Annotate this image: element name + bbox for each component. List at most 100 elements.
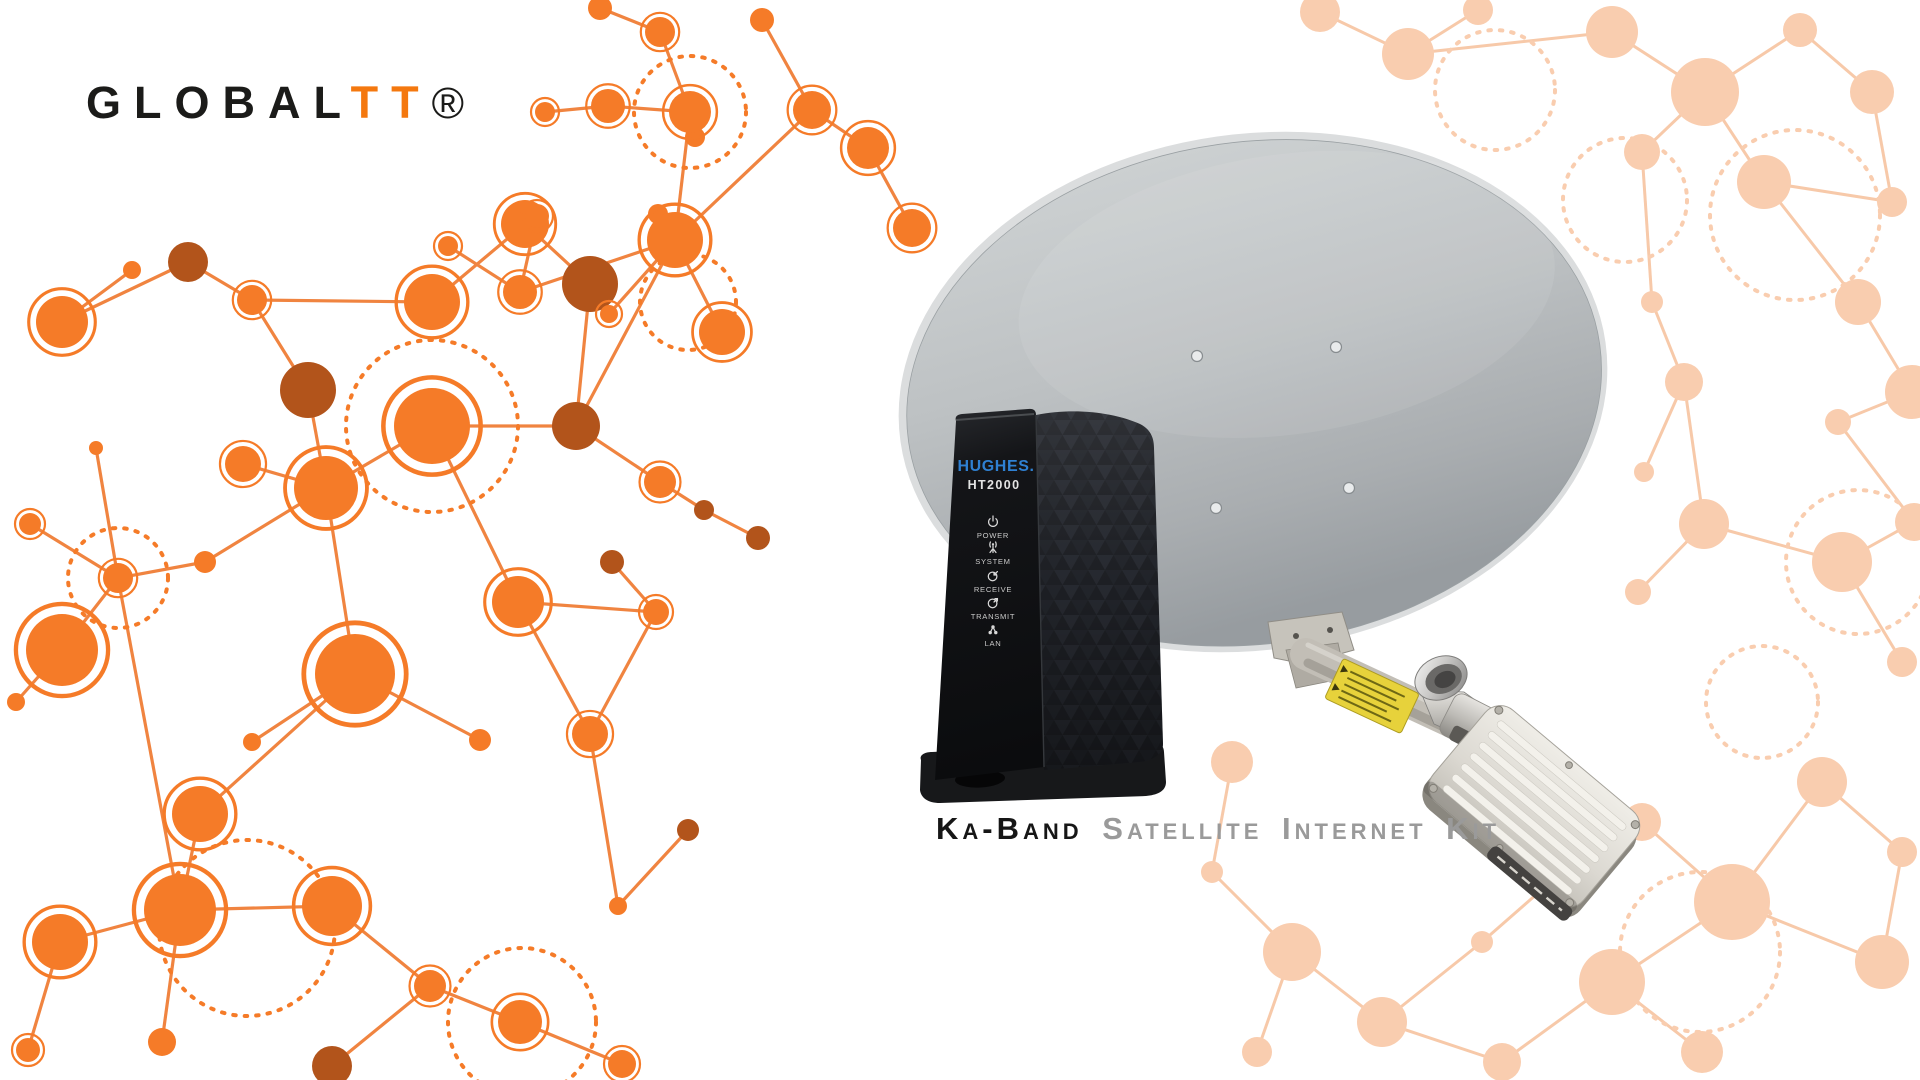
network-node — [1835, 279, 1881, 325]
network-node-ring — [13, 601, 111, 699]
network-node — [1850, 70, 1894, 114]
hughes-brand-text: HUGHES. — [957, 458, 1034, 475]
network-node-ring — [594, 299, 624, 329]
dashed-ring — [632, 54, 748, 170]
modem-top-highlight — [955, 413, 1035, 421]
network-node — [677, 819, 699, 841]
network-node — [699, 309, 745, 355]
network-node — [746, 526, 770, 550]
led-power: POWER — [977, 515, 1008, 540]
network-node — [1855, 935, 1909, 989]
network-edge — [94, 447, 120, 579]
network-node — [893, 209, 931, 247]
modem: HUGHES. HT2000 POWER — [920, 408, 1166, 803]
network-node-ring — [786, 84, 838, 136]
network-node — [19, 513, 41, 535]
network-node — [315, 634, 395, 714]
network-node — [144, 874, 216, 946]
warning-triangle-icon — [1340, 665, 1349, 673]
network-node — [750, 8, 774, 32]
network-node — [294, 456, 358, 520]
network-node-ring — [886, 202, 938, 254]
bracket-bolt — [1293, 633, 1299, 639]
network-node — [36, 296, 88, 348]
bracket-bolt — [1327, 627, 1333, 633]
modem-corner-line — [1035, 414, 1045, 768]
transmit-icon — [987, 597, 999, 609]
network-node — [609, 897, 627, 915]
dish-rivets — [1190, 340, 1356, 515]
network-node-ring — [291, 865, 373, 947]
led-transmit: TRANSMIT — [971, 597, 1015, 621]
network-node — [225, 446, 261, 482]
network-edge — [251, 298, 433, 304]
network-node — [1471, 931, 1493, 953]
dish-rivet — [1342, 481, 1356, 495]
dashed-ring — [446, 946, 598, 1080]
network-node — [168, 242, 208, 282]
power-icon — [988, 515, 998, 527]
network-node-ring — [529, 96, 561, 128]
registered-trademark-symbol: ® — [431, 79, 465, 128]
network-node-ring — [839, 119, 897, 177]
network-node — [669, 91, 711, 133]
network-node — [243, 733, 261, 751]
network-node-ring — [638, 460, 682, 504]
dish-rivet — [1329, 340, 1343, 354]
network-edge — [1640, 151, 1654, 303]
network-node — [1641, 291, 1663, 313]
network-node — [1887, 647, 1917, 677]
network-node — [89, 441, 103, 455]
network-node-ring — [497, 269, 543, 315]
feed-arm-assembly — [1267, 611, 1641, 921]
network-node — [562, 256, 618, 312]
led-receive: RECEIVE — [974, 570, 1012, 594]
network-node — [1624, 134, 1660, 170]
network-node — [1357, 997, 1407, 1047]
caption-kit-text: Satellite Internet Kit — [1102, 811, 1501, 846]
caption-kaband-text: Ka-Band — [936, 811, 1103, 846]
network-node — [1694, 864, 1770, 940]
network-node-ring — [218, 439, 268, 489]
network-node — [1586, 6, 1638, 58]
network-edge — [116, 577, 182, 911]
network-node — [1737, 155, 1791, 209]
network-node-ring — [483, 567, 553, 637]
network-node — [1671, 58, 1739, 126]
network-node — [498, 1000, 542, 1044]
network-node — [1783, 13, 1817, 47]
warning-label — [1325, 658, 1419, 734]
network-edge — [616, 828, 690, 908]
network-node — [1679, 499, 1729, 549]
network-node — [1681, 1031, 1723, 1073]
network-node — [1211, 741, 1253, 783]
network-node-ring — [585, 83, 631, 129]
dish-rivet — [1190, 349, 1204, 363]
network-node — [302, 876, 362, 936]
network-node — [172, 786, 228, 842]
network-node — [694, 500, 714, 520]
network-node — [1300, 0, 1340, 32]
dashed-ring — [638, 252, 738, 352]
network-node-ring — [10, 1032, 46, 1068]
network-node — [588, 0, 612, 20]
network-node — [438, 236, 458, 256]
tria-screws — [1428, 705, 1640, 908]
network-edge — [588, 733, 620, 907]
led-transmit-label: TRANSMIT — [971, 612, 1015, 621]
network-node — [552, 402, 600, 450]
network-edge — [1836, 421, 1916, 523]
network-node — [1895, 503, 1920, 541]
network-node — [194, 551, 216, 573]
dashed-ring — [1704, 644, 1820, 760]
network-node — [600, 305, 618, 323]
led-receive-label: RECEIVE — [974, 585, 1012, 594]
network-node — [394, 388, 470, 464]
network-node — [572, 716, 608, 752]
network-node — [414, 970, 446, 1002]
network-node-ring — [231, 279, 273, 321]
network-node-ring — [22, 904, 98, 980]
